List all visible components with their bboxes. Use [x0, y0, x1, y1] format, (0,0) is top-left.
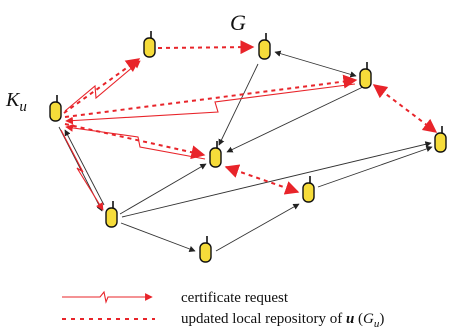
dashed-ku-center	[64, 123, 206, 160]
dashed-ku-topleft	[63, 58, 141, 114]
edge-bottomcenter-midright	[215, 203, 300, 252]
dashed-topleft-topcenter	[157, 40, 255, 55]
edge-righttop-center	[226, 85, 366, 153]
node-ku	[49, 95, 62, 122]
edge-topcenter-righttop	[274, 50, 357, 78]
edge-lowerleft-center	[119, 163, 207, 215]
request-edges	[60, 60, 356, 211]
legend: certificate request updated local reposi…	[62, 290, 384, 330]
node-top-center	[258, 33, 271, 60]
dashed-center-midright	[224, 164, 300, 195]
repository-edges	[63, 40, 438, 195]
legend-request-symbol	[62, 290, 153, 304]
node-far-right	[434, 126, 447, 153]
edge-topcenter-center	[218, 63, 259, 146]
graph-nodes	[49, 31, 447, 263]
dashed-ku-righttop	[64, 74, 358, 118]
edge-lowerleft-farright	[121, 141, 432, 218]
request-ku-lowerleft	[60, 129, 104, 211]
request-righttop-ku	[65, 83, 356, 125]
edge-midright-farright	[317, 145, 433, 188]
node-label-ku: Ku	[5, 89, 27, 115]
node-lower-left	[105, 201, 118, 228]
node-right-top	[359, 62, 372, 89]
node-bottom-center	[199, 236, 212, 263]
legend-request-label: certificate request	[181, 290, 289, 306]
edge-lowerleft-bottomcenter	[120, 222, 196, 252]
request-center-ku	[65, 124, 206, 160]
dashed-righttop-farright	[372, 84, 438, 133]
node-center	[209, 141, 222, 168]
request-ku-topleft	[64, 60, 141, 112]
graph-label: G	[230, 10, 246, 35]
legend-repository-label: updated local repository of u (Gu)	[181, 311, 384, 330]
node-top-left	[143, 31, 156, 58]
edge-lowerleft-ku	[64, 129, 105, 206]
node-mid-right	[302, 176, 315, 203]
